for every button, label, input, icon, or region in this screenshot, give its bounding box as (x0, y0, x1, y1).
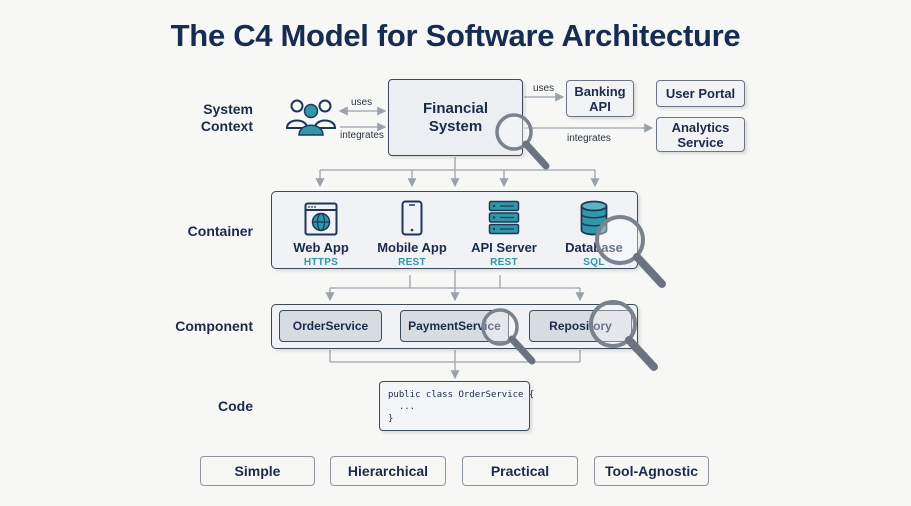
server-rack-icon (488, 200, 520, 235)
magnifier-icon (595, 215, 666, 288)
component-order-service[interactable]: OrderService (279, 310, 382, 342)
container-protocol: REST (490, 257, 518, 268)
component-payment-service[interactable]: PaymentService (400, 310, 509, 342)
container-name: Database (565, 240, 623, 255)
edge-label-integrates-analytics: integrates (567, 133, 611, 144)
magnifier-icon (589, 300, 658, 371)
container-name: API Server (471, 240, 537, 255)
browser-globe-icon (304, 202, 338, 236)
container-name: Web App (293, 240, 349, 255)
user-portal-box[interactable]: User Portal (656, 80, 745, 107)
edge-label-integrates: integrates (340, 130, 384, 141)
code-line: } (388, 414, 394, 424)
component-repository[interactable]: Repository (529, 310, 632, 342)
code-snippet: public class OrderService { ...} (379, 381, 535, 431)
edge-label-uses: uses (351, 97, 373, 108)
container-api-server[interactable]: API Server REST (463, 192, 545, 268)
code-line: ... (388, 402, 416, 412)
magnifier-icon (495, 113, 550, 170)
principle-tool-agnostic: Tool-Agnostic (594, 456, 709, 486)
container-panel: Web App HTTPS Mobile App REST API (271, 191, 638, 269)
database-icon (580, 200, 608, 236)
container-web-app[interactable]: Web App HTTPS (280, 192, 362, 268)
edge-label-uses-banking: uses (533, 83, 555, 94)
level-label-system-context: System Context (200, 101, 253, 134)
container-mobile-app[interactable]: Mobile App REST (371, 192, 453, 268)
level-label-component: Component (175, 318, 253, 334)
principle-simple: Simple (200, 456, 315, 486)
level-label-code: Code (218, 398, 253, 414)
principle-practical: Practical (462, 456, 578, 486)
container-protocol: SQL (583, 257, 605, 268)
container-protocol: REST (398, 257, 426, 268)
mobile-phone-icon (401, 200, 423, 236)
analytics-service-box[interactable]: Analytics Service (656, 117, 745, 152)
code-line: public class OrderService { (388, 390, 535, 400)
page-title: The C4 Model for Software Architecture (170, 18, 741, 53)
container-protocol: HTTPS (303, 257, 339, 268)
container-name: Mobile App (377, 240, 447, 255)
banking-api-box[interactable]: Banking API (566, 80, 634, 117)
container-database[interactable]: Database SQL (553, 192, 635, 268)
magnifier-icon (481, 308, 536, 365)
users-group-icon (285, 99, 337, 136)
level-label-container: Container (187, 223, 253, 239)
principle-hierarchical: Hierarchical (330, 456, 446, 486)
